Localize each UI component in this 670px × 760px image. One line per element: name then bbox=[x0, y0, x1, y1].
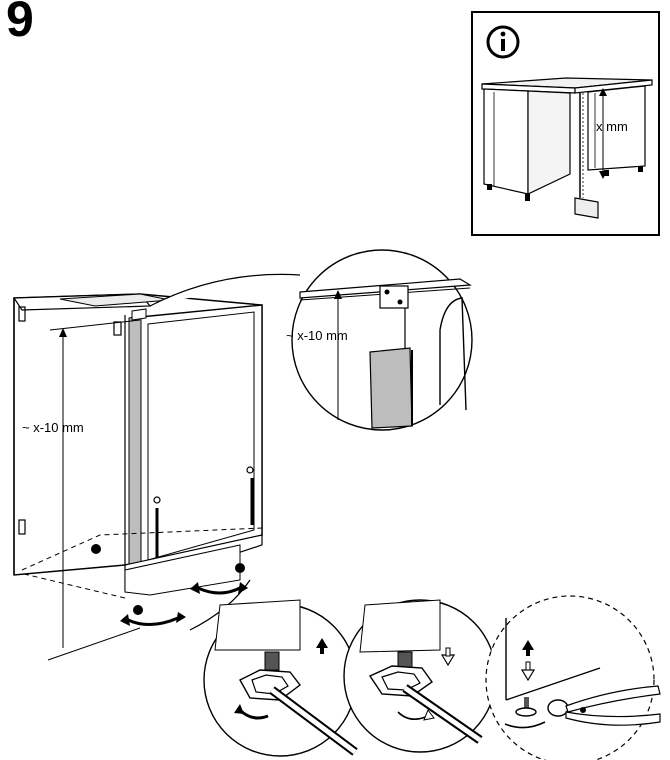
pliers-adjust-callout bbox=[485, 595, 661, 760]
adjust-foot-lower-callout bbox=[343, 599, 497, 753]
info-left-cabinet bbox=[483, 88, 571, 201]
detail-dimension-label: ~ x-10 mm bbox=[286, 328, 348, 343]
info-dimension-label: x mm bbox=[596, 119, 628, 134]
main-dimension-label: ~ x-10 mm bbox=[22, 420, 84, 435]
pliers-icon bbox=[547, 685, 661, 726]
dishwasher-figure bbox=[12, 293, 263, 661]
info-panel: x mm bbox=[471, 11, 660, 236]
info-countertop bbox=[481, 77, 653, 94]
tape-measure bbox=[574, 93, 599, 219]
info-dimension-arrow bbox=[599, 88, 607, 179]
info-icon bbox=[486, 25, 520, 59]
step-number: 9 bbox=[6, 0, 34, 47]
adjust-foot-raise-callout bbox=[189, 579, 358, 757]
info-right-cabinet bbox=[587, 85, 646, 176]
detail-callout-top bbox=[149, 249, 473, 431]
